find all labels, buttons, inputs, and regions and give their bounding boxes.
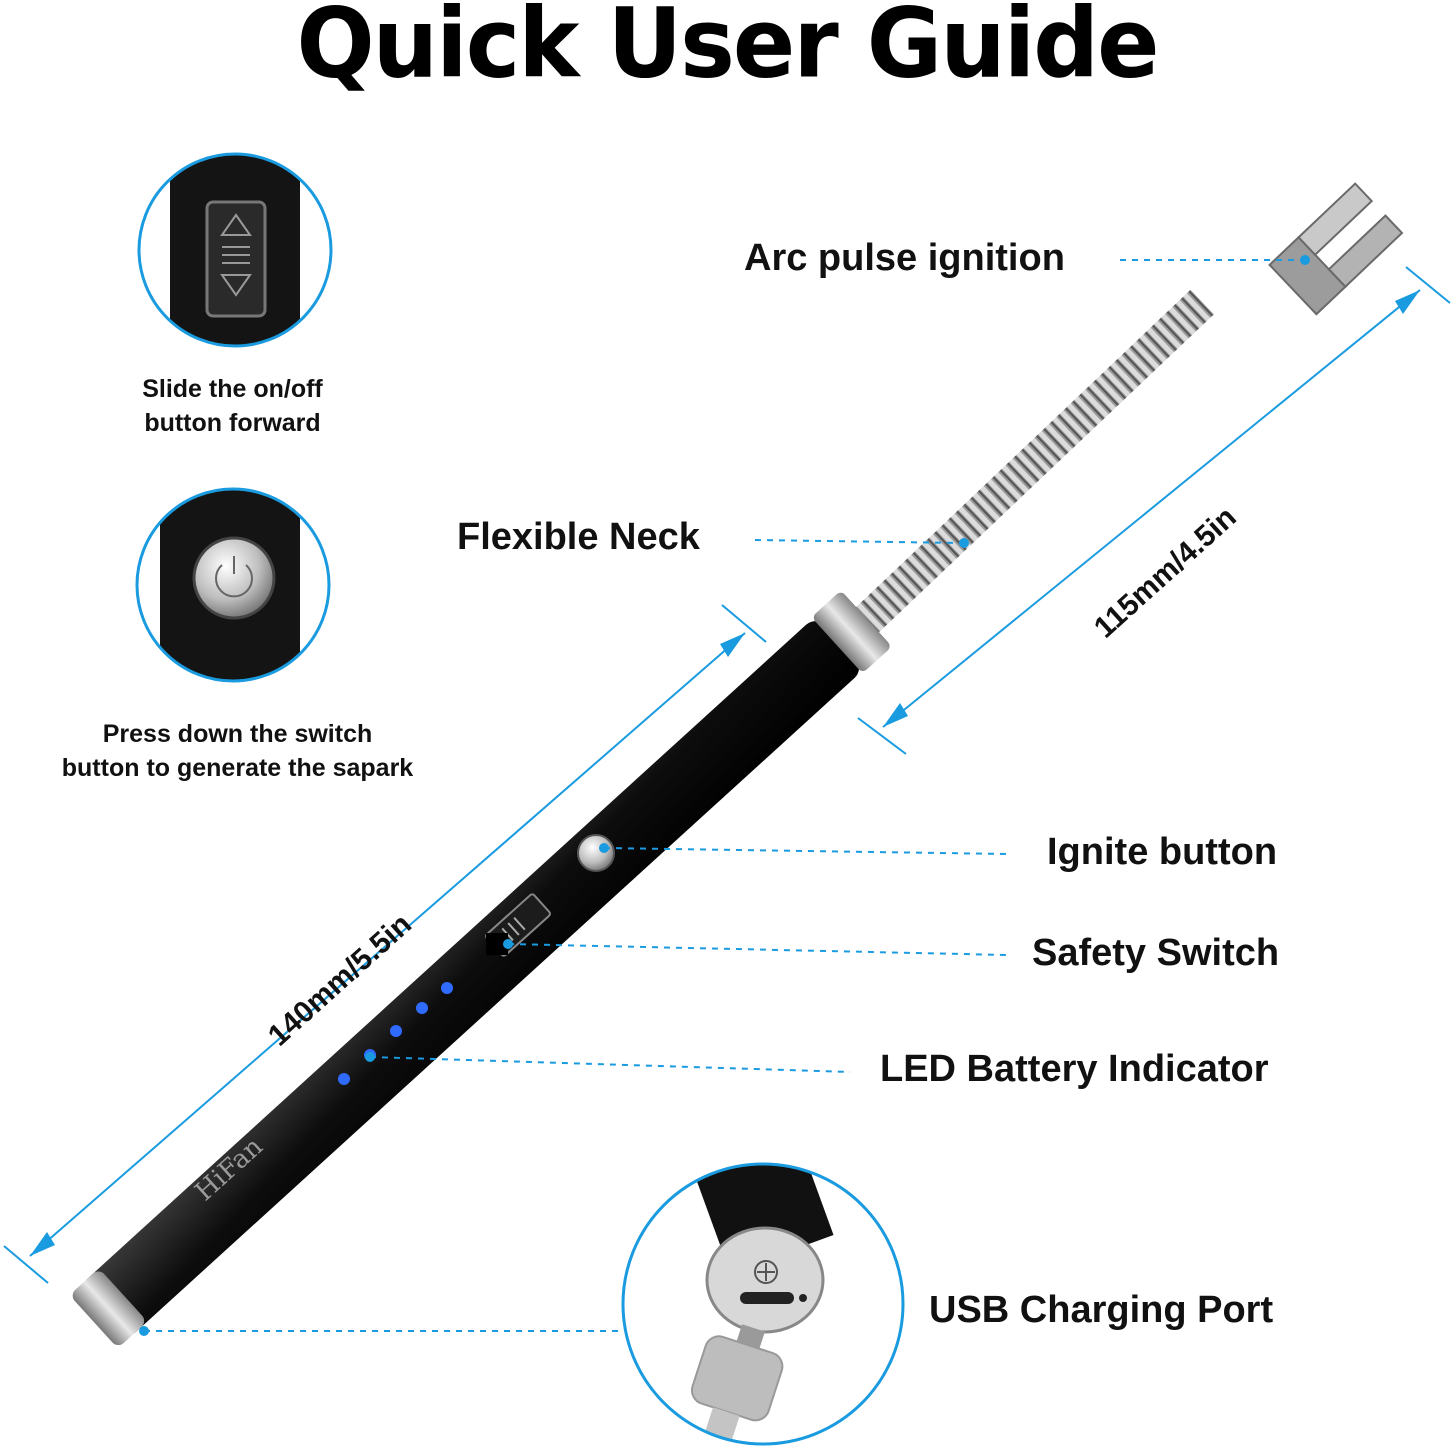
flexible-neck-shape bbox=[813, 289, 1214, 673]
led-dots bbox=[338, 982, 453, 1085]
arc-head-shape bbox=[1268, 182, 1404, 316]
step-slide-line-2: button forward bbox=[144, 409, 321, 437]
step-press-line-2: button to generate the sapark bbox=[61, 754, 414, 782]
step-press-line-1: Press down the switch bbox=[102, 720, 373, 748]
page-title: Quick User Guide bbox=[296, 0, 1159, 100]
inset-press-button bbox=[135, 487, 331, 683]
inset-usb-port bbox=[621, 1162, 905, 1446]
callout-anchors bbox=[139, 255, 1310, 1336]
step-press-caption: Press down the switch button to generate… bbox=[30, 717, 445, 785]
callout-usb-charging-port: USB Charging Port bbox=[929, 1289, 1274, 1331]
callout-led-battery-indicator: LED Battery Indicator bbox=[880, 1048, 1269, 1090]
lighter-body bbox=[72, 592, 890, 1346]
inset-slide-switch bbox=[137, 152, 333, 348]
safety-switch-slot bbox=[486, 933, 508, 955]
led-dot bbox=[390, 1025, 402, 1037]
led-dot bbox=[441, 982, 453, 994]
dimension-lines bbox=[3, 266, 1451, 1284]
ignite-button-shape bbox=[577, 834, 615, 872]
callout-arc-pulse-ignition: Arc pulse ignition bbox=[744, 237, 1065, 279]
step-slide-line-1: Slide the on/off bbox=[142, 375, 323, 403]
callout-safety-switch: Safety Switch bbox=[1032, 932, 1280, 974]
callout-ignite-button: Ignite button bbox=[1047, 831, 1278, 873]
step-slide-caption: Slide the on/off button forward bbox=[100, 372, 365, 440]
led-dot bbox=[338, 1073, 350, 1085]
callout-flexible-neck: Flexible Neck bbox=[457, 516, 700, 558]
dimension-arrows bbox=[30, 290, 1420, 1256]
led-dot bbox=[416, 1002, 428, 1014]
callout-leaders bbox=[144, 259, 1305, 1332]
